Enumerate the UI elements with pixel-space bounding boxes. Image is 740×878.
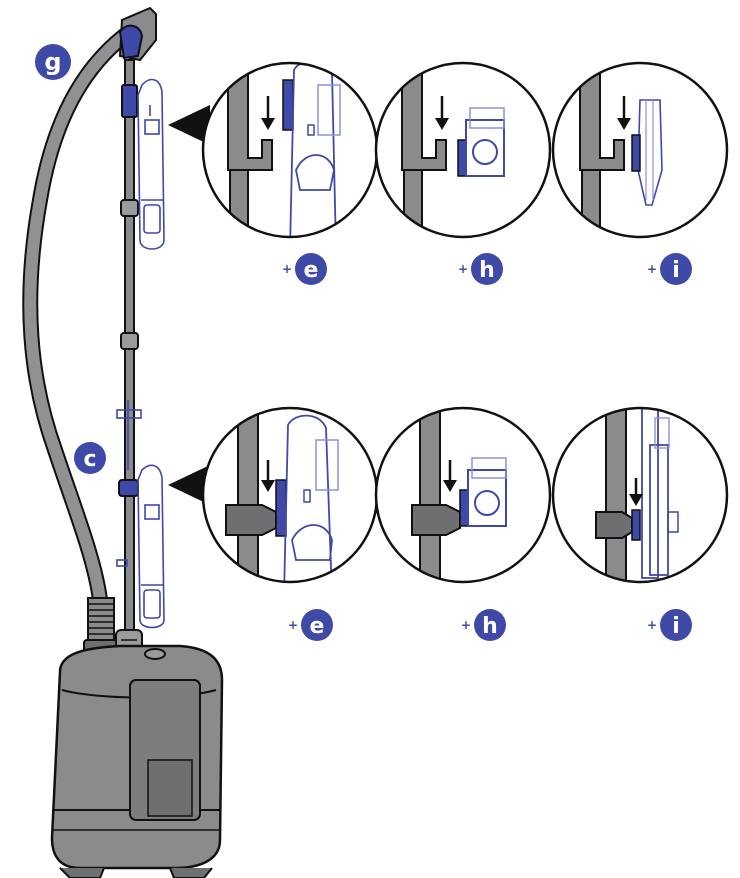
callout-pointer-top [168,105,210,145]
detail-bottom-h [374,406,552,584]
svg-text:+: + [461,618,471,632]
svg-text:e: e [304,258,319,283]
svg-text:+: + [647,262,657,276]
svg-text:i: i [672,258,680,283]
svg-text:i: i [672,614,680,639]
badge-bottom-e: + e [288,609,333,641]
svg-text:e: e [310,614,325,639]
detail-bottom-e [201,406,379,584]
svg-text:g: g [44,48,61,76]
pole-joint [120,332,139,350]
top-clip [121,84,138,118]
detail-top-i [551,61,729,239]
detail-bottom-i [551,406,729,584]
svg-text:+: + [647,618,657,632]
svg-text:h: h [482,614,498,639]
callout-pointer-bottom [168,465,210,505]
badge-bottom-i: + i [647,609,692,641]
badge-top-h: + h [458,253,503,285]
label-g: g [35,44,71,80]
steam-head-holder [118,6,157,62]
detail-top-h [374,61,552,239]
filler-cap [144,648,166,660]
hanger-upper [137,78,165,250]
label-c: c [74,442,106,474]
svg-text:+: + [282,262,292,276]
badge-top-e: + e [282,253,327,285]
pole-joint [120,199,139,217]
hanger-lower [116,400,165,629]
svg-text:h: h [479,258,495,283]
detail-top-e [201,61,379,239]
lower-clip [118,479,139,497]
svg-text:+: + [288,618,298,632]
badge-bottom-h: + h [461,609,506,641]
base-unit [50,644,224,878]
svg-text:+: + [458,262,468,276]
badge-top-i: + i [647,253,692,285]
steam-hose [22,22,140,667]
svg-text:c: c [83,447,96,472]
